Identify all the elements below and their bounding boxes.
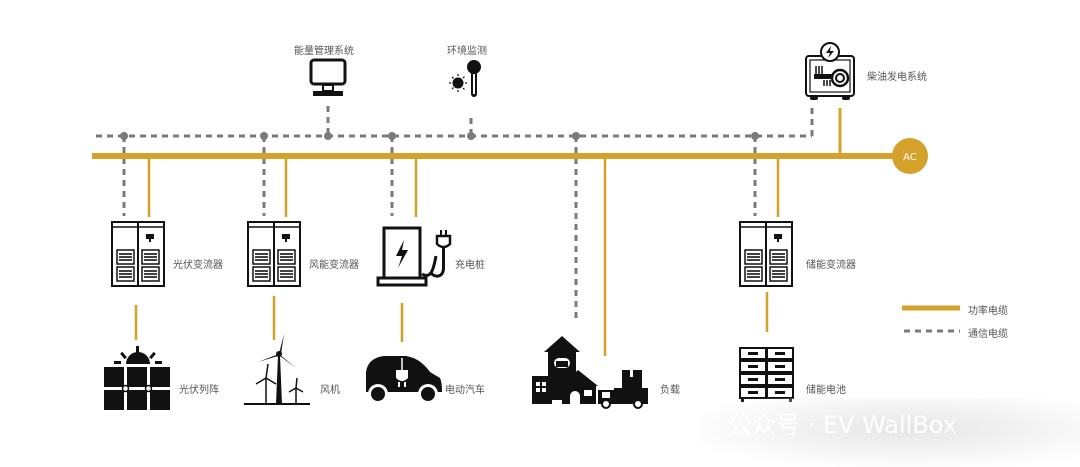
- wind-inverter-label: 风能变流器: [309, 260, 359, 271]
- pv-array-label: 光伏列阵: [179, 385, 219, 396]
- ac-node: AC: [892, 138, 928, 174]
- comm-junction: [572, 132, 580, 140]
- wind-inverter-icon: [247, 221, 301, 287]
- battery-label: 储能电池: [806, 385, 846, 396]
- charging-pile-icon: [376, 226, 452, 287]
- ac-label: AC: [903, 152, 917, 163]
- comm-junctions: [120, 132, 759, 140]
- monitor-icon: [309, 58, 347, 96]
- comm-junction: [120, 132, 128, 140]
- thermometer-sun-icon: [449, 60, 481, 97]
- wind-turbine-icon: [244, 334, 310, 405]
- ems-label: 能量管理系统: [294, 46, 354, 57]
- diesel-generator-icon: [805, 42, 855, 100]
- comm-junction: [324, 132, 332, 140]
- buildings-truck-icon: [532, 336, 648, 409]
- storage-inverter-icon: [739, 221, 793, 287]
- comm-cables: [96, 106, 814, 322]
- comm-junction: [388, 132, 396, 140]
- comm-junction: [467, 132, 475, 140]
- wind-turbine-label: 风机: [320, 385, 340, 396]
- load-label: 负载: [660, 385, 680, 396]
- watermark-text: 公众号 · EV WallBox: [728, 411, 957, 439]
- pv-inverter-label: 光伏变流器: [173, 260, 223, 271]
- comm-junction: [260, 132, 268, 140]
- legend-power-label: 功率电缆: [968, 306, 1008, 317]
- legend-comm-label: 通信电缆: [968, 329, 1008, 340]
- env-monitor-label: 环境监测: [447, 46, 487, 57]
- storage-inverter-label: 储能变流器: [806, 260, 856, 271]
- pv-inverter-icon: [111, 221, 165, 287]
- watermark-backdrop: [700, 398, 1080, 467]
- comm-junction: [751, 132, 759, 140]
- charger-label: 充电桩: [455, 260, 485, 271]
- legend: [902, 305, 960, 333]
- ev-label: 电动汽车: [445, 385, 485, 396]
- diesel-label: 柴油发电系统: [867, 72, 927, 83]
- battery-rack-icon: [739, 347, 794, 402]
- electric-car-icon: [366, 356, 442, 404]
- solar-panel-icon: [104, 346, 170, 410]
- power-cables: [92, 108, 900, 356]
